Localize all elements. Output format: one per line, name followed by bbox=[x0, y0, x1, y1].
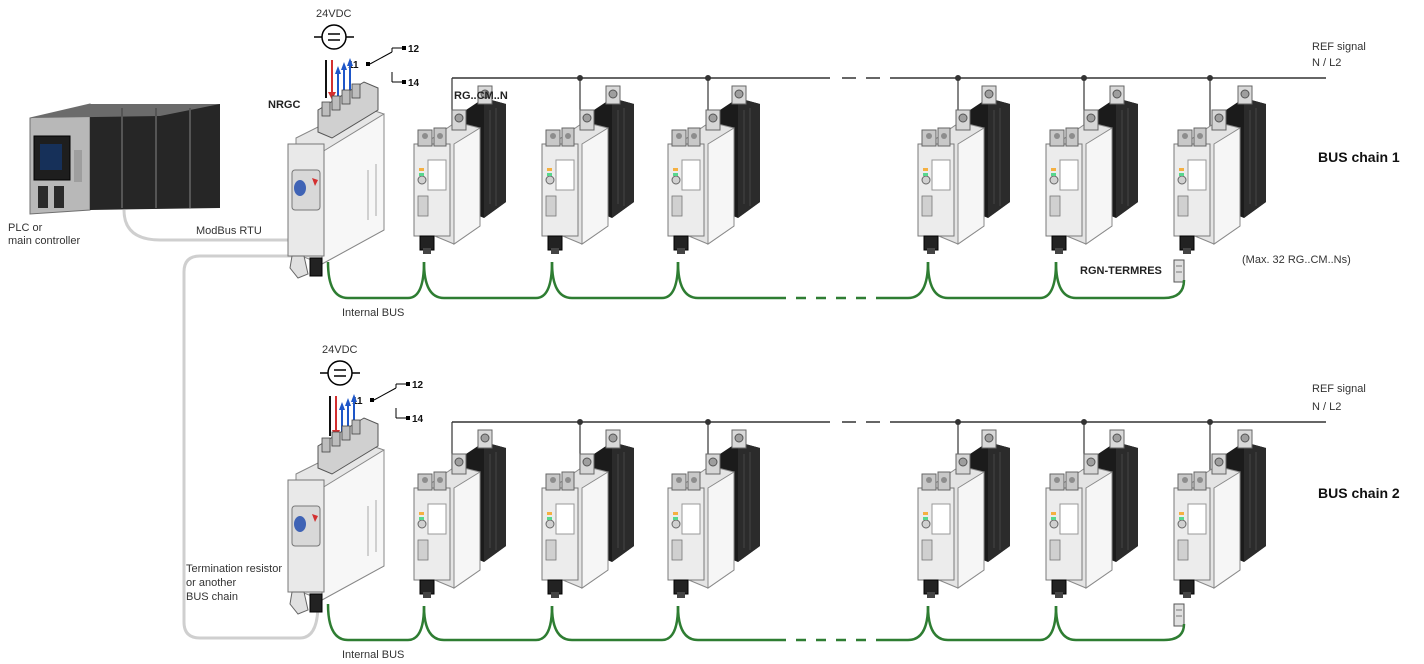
nrgc-label: NRGC bbox=[268, 99, 300, 111]
ssr-module bbox=[541, 85, 635, 255]
chain-title-2: BUS chain 2 bbox=[1318, 485, 1400, 501]
ssr-module bbox=[413, 429, 507, 599]
termination-note-line2: or another bbox=[186, 577, 236, 589]
internal-bus-label-2: Internal BUS bbox=[342, 649, 404, 661]
ref-line-1 bbox=[451, 75, 1326, 128]
nrgc-gateway-2 bbox=[287, 417, 385, 615]
internal-bus-label-1: Internal BUS bbox=[342, 307, 404, 319]
ssr-module bbox=[917, 85, 1011, 255]
nrgc-gateway-1 bbox=[287, 81, 385, 279]
ssr-module bbox=[917, 429, 1011, 599]
modbus-label: ModBus RTU bbox=[196, 225, 262, 237]
ssr-module bbox=[1045, 429, 1139, 599]
relay-11-label: 11 bbox=[352, 396, 363, 407]
internal-bus-2 bbox=[326, 603, 1186, 642]
relay-contact-2 bbox=[370, 382, 410, 420]
ssr-module bbox=[1173, 429, 1267, 599]
bus-chain-2: 24VDC 11 12 14 Termination resistor or a… bbox=[186, 344, 1400, 661]
termination-note-line1: Termination resistor bbox=[186, 563, 282, 575]
relay-14-label: 14 bbox=[412, 414, 424, 425]
ref-line-2 bbox=[451, 419, 1326, 472]
dc-supply-icon bbox=[319, 360, 361, 386]
supply-label-2: 24VDC bbox=[322, 344, 358, 356]
termination-plug bbox=[1173, 259, 1185, 283]
relay-12-label: 12 bbox=[408, 44, 420, 55]
relay-12-label: 12 bbox=[412, 380, 424, 391]
ssr-module bbox=[1045, 85, 1139, 255]
module-label: RG..CM..N bbox=[454, 90, 508, 102]
dc-supply-icon bbox=[313, 24, 355, 50]
chain-title-1: BUS chain 1 bbox=[1318, 149, 1400, 165]
termination-note-line3: BUS chain bbox=[186, 591, 238, 603]
internal-bus-1 bbox=[326, 261, 1186, 300]
relay-14-label: 14 bbox=[408, 78, 420, 89]
relay-11-label: 11 bbox=[348, 60, 359, 71]
termination-label: RGN-TERMRES bbox=[1080, 265, 1162, 277]
supply-label-1: 24VDC bbox=[316, 8, 352, 20]
ref-line-label-2: N / L2 bbox=[1312, 401, 1341, 413]
max-modules-note: (Max. 32 RG..CM..Ns) bbox=[1242, 254, 1351, 266]
ssr-module bbox=[667, 429, 761, 599]
ref-line-label-1: N / L2 bbox=[1312, 57, 1341, 69]
ref-signal-label-1: REF signal bbox=[1312, 41, 1366, 53]
ssr-module bbox=[1173, 85, 1267, 255]
ssr-module bbox=[667, 85, 761, 255]
plc-label-line2: main controller bbox=[8, 235, 80, 247]
ssr-module bbox=[541, 429, 635, 599]
plc-label-line1: PLC or bbox=[8, 222, 43, 234]
ref-signal-label-2: REF signal bbox=[1312, 383, 1366, 395]
relay-contact-1 bbox=[366, 46, 406, 84]
plc-controller bbox=[29, 103, 220, 215]
bus-chain-1: 24VDC 11 12 14 NRGC bbox=[268, 8, 1400, 319]
ssr-module bbox=[413, 85, 507, 255]
termination-plug bbox=[1173, 603, 1185, 627]
